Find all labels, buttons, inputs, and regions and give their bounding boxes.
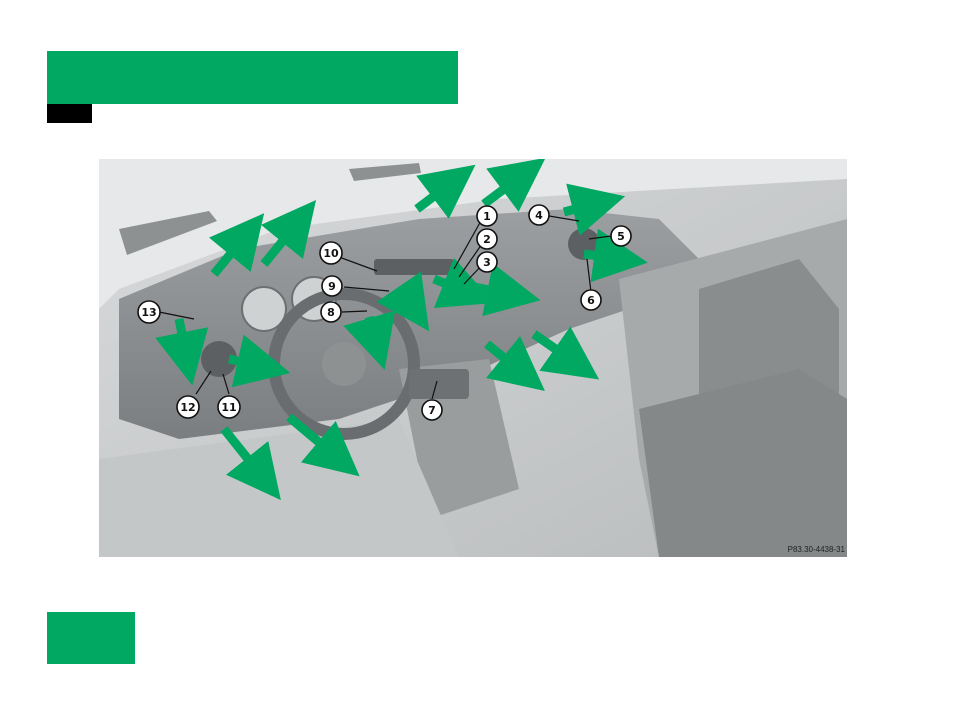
callout-6: 6 [581, 290, 601, 310]
svg-text:11: 11 [221, 401, 236, 414]
callout-9: 9 [322, 276, 342, 296]
callout-13: 13 [138, 301, 160, 323]
svg-text:10: 10 [323, 247, 339, 260]
callout-3: 3 [477, 252, 497, 272]
car-interior-figure: 1 2 3 4 5 6 7 8 9 10 11 12 13 P83.30-443… [99, 159, 847, 557]
svg-text:12: 12 [180, 401, 195, 414]
svg-text:5: 5 [617, 230, 625, 243]
callout-4: 4 [529, 205, 549, 225]
vents-illustration: 1 2 3 4 5 6 7 8 9 10 11 12 13 [99, 159, 847, 557]
svg-text:3: 3 [483, 256, 491, 269]
section-header-tab [47, 104, 92, 123]
callout-7: 7 [422, 400, 442, 420]
svg-text:2: 2 [483, 233, 491, 246]
svg-text:7: 7 [428, 404, 436, 417]
page-tab-block [47, 612, 135, 664]
callout-12: 12 [177, 396, 199, 418]
callout-10: 10 [320, 242, 342, 264]
callout-11: 11 [218, 396, 240, 418]
svg-text:6: 6 [587, 294, 595, 307]
svg-text:9: 9 [328, 280, 336, 293]
svg-text:1: 1 [483, 210, 491, 223]
callout-8: 8 [321, 302, 341, 322]
section-header-bar [47, 51, 458, 104]
callout-1: 1 [477, 206, 497, 226]
image-code: P83.30-4438-31 [788, 545, 845, 554]
svg-text:8: 8 [327, 306, 335, 319]
callout-2: 2 [477, 229, 497, 249]
svg-text:4: 4 [535, 209, 543, 222]
svg-text:13: 13 [141, 306, 156, 319]
callout-5: 5 [611, 226, 631, 246]
